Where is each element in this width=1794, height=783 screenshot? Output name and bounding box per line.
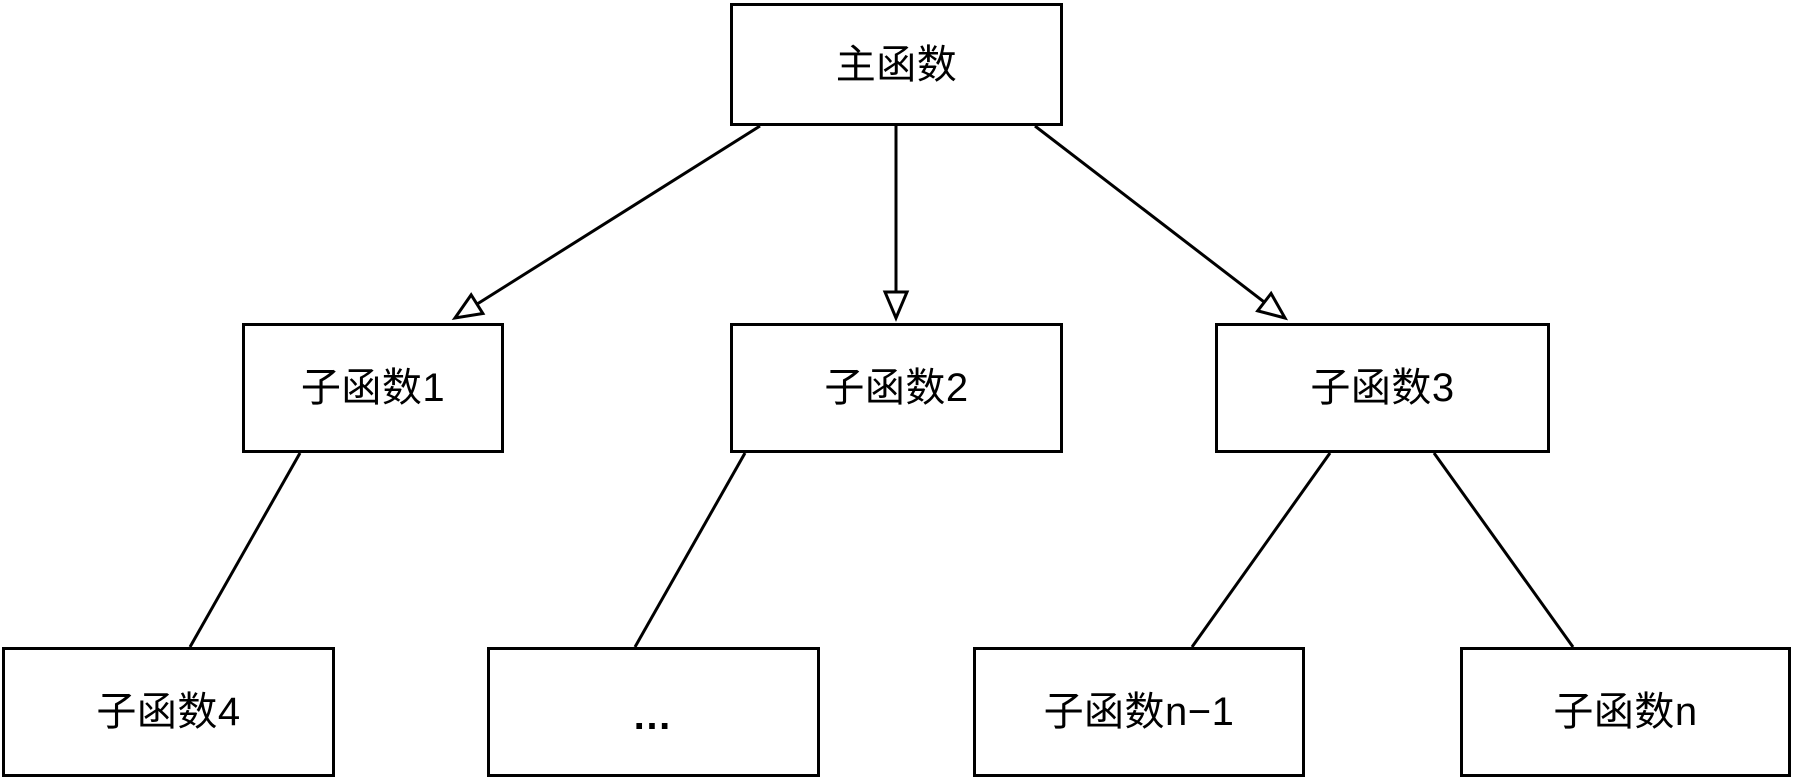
node-main[interactable]: 主函数 (730, 3, 1063, 126)
node-label-more: … (632, 694, 675, 738)
node-sub3[interactable]: 子函数3 (1215, 323, 1550, 453)
edge-sub3-to-subn (1432, 452, 1575, 648)
edge-main-to-sub1 (451, 124, 761, 321)
node-sub2[interactable]: 子函数2 (730, 323, 1063, 453)
node-label-subn1: 子函数n−1 (1043, 690, 1235, 734)
node-label-subn: 子函数n (1553, 690, 1698, 734)
arrowhead-icon (1255, 290, 1289, 321)
node-more[interactable]: … (487, 647, 820, 777)
node-label-sub3: 子函数3 (1310, 366, 1455, 410)
node-sub1[interactable]: 子函数1 (242, 323, 504, 453)
edge-main-to-sub2 (882, 126, 910, 322)
edge-sub2-to-more (633, 452, 747, 648)
edge-sub1-to-sub4 (188, 452, 302, 648)
node-sub4[interactable]: 子函数4 (2, 647, 335, 777)
edge-line (1432, 452, 1575, 648)
edge-sub3-to-subn1 (1190, 452, 1332, 648)
node-label-sub1: 子函数1 (300, 366, 446, 410)
node-label-main: 主函数 (835, 42, 958, 87)
edge-line (476, 124, 761, 306)
node-subn[interactable]: 子函数n (1460, 647, 1791, 777)
node-subn1[interactable]: 子函数n−1 (973, 647, 1305, 777)
edge-main-to-sub3 (1034, 124, 1289, 321)
node-label-sub4: 子函数4 (96, 690, 241, 734)
edge-line (633, 452, 747, 648)
edge-line (1190, 452, 1332, 648)
arrowhead-icon (451, 292, 486, 321)
edge-line (188, 452, 302, 648)
edge-line (1034, 124, 1266, 304)
node-label-sub2: 子函数2 (824, 366, 969, 410)
arrowhead-icon (882, 290, 910, 322)
